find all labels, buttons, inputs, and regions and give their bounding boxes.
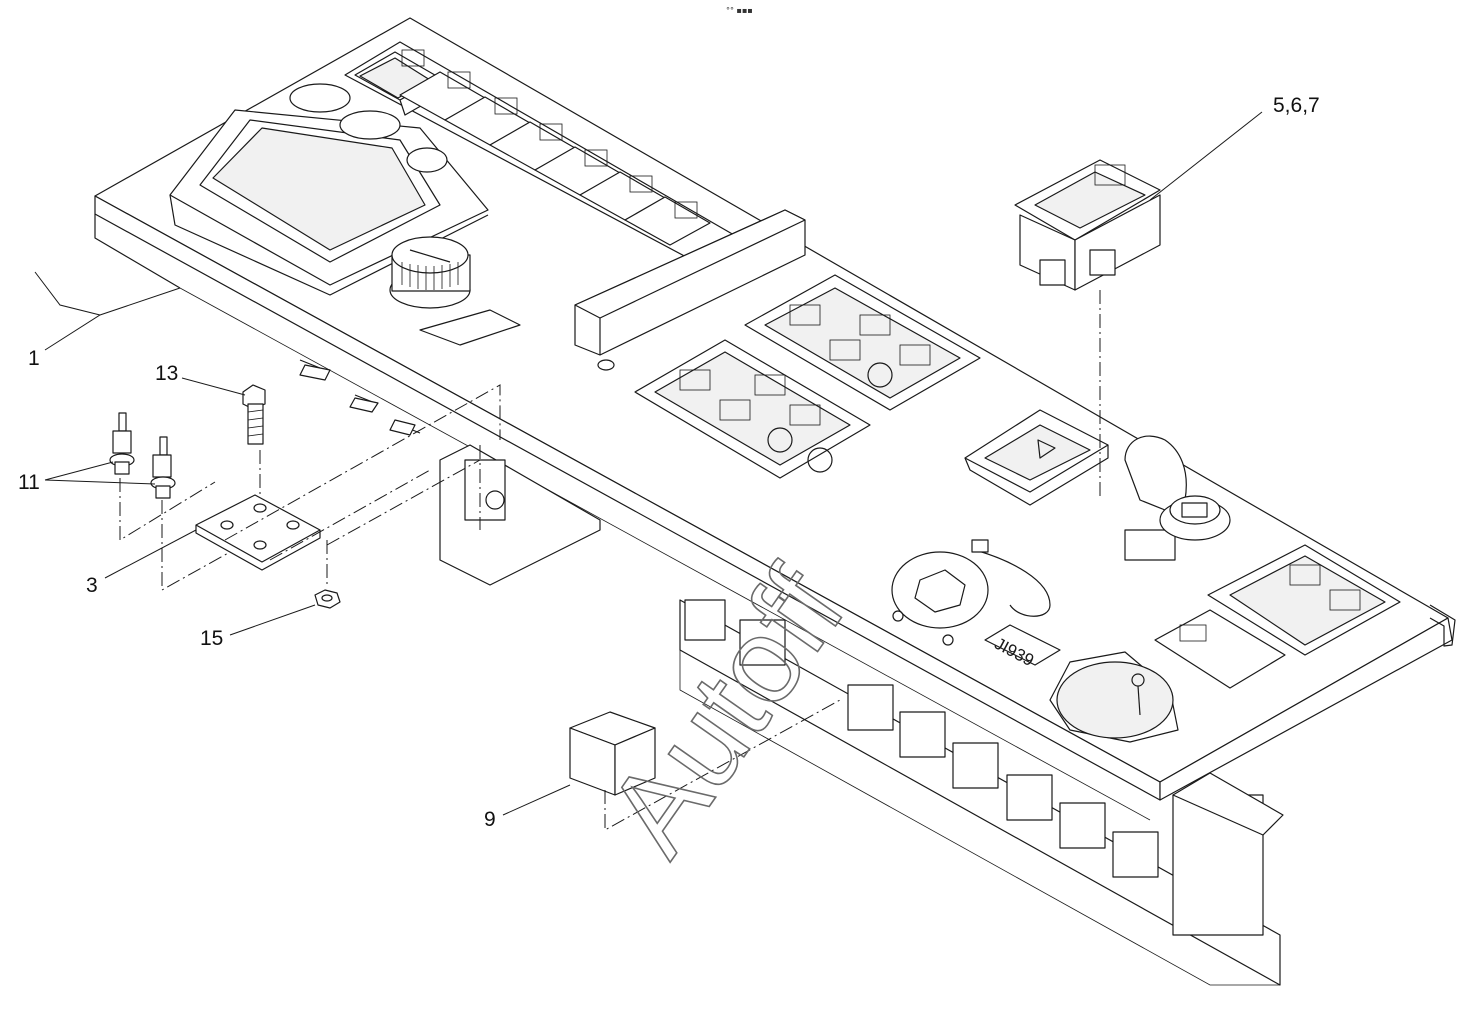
sensor-pair — [109, 412, 176, 499]
sensor-mount — [891, 539, 1051, 646]
callout-3: 3 — [86, 574, 98, 597]
callout-9: 9 — [484, 808, 496, 831]
top-mark: °° ▪▪▪ — [726, 6, 753, 15]
callout-15: 15 — [200, 627, 223, 650]
construction-lines — [119, 290, 1101, 831]
hazard-switch — [964, 409, 1109, 506]
bracket-plate — [195, 494, 321, 571]
relay-cube — [569, 711, 656, 796]
connector-block — [574, 209, 806, 371]
switch-cluster-right — [744, 274, 981, 411]
callout-11: 11 — [18, 471, 40, 494]
ignition-lock — [1124, 435, 1231, 561]
temperature-gauge — [1049, 651, 1179, 743]
callout-1: 1 — [28, 347, 40, 370]
leader-lines — [34, 111, 1263, 816]
rotary-knob — [389, 236, 521, 346]
switch-pair-right — [1154, 544, 1401, 689]
callout-13: 13 — [155, 362, 178, 385]
nut — [314, 589, 341, 609]
switch-cluster-left — [634, 339, 871, 479]
fuse-box — [679, 599, 1284, 986]
callout-5-6-7: 5,6,7 — [1273, 94, 1320, 117]
rocker-switch-row-top — [344, 41, 761, 276]
rocker-switch-exploded — [1014, 159, 1161, 291]
bolt — [242, 384, 266, 445]
